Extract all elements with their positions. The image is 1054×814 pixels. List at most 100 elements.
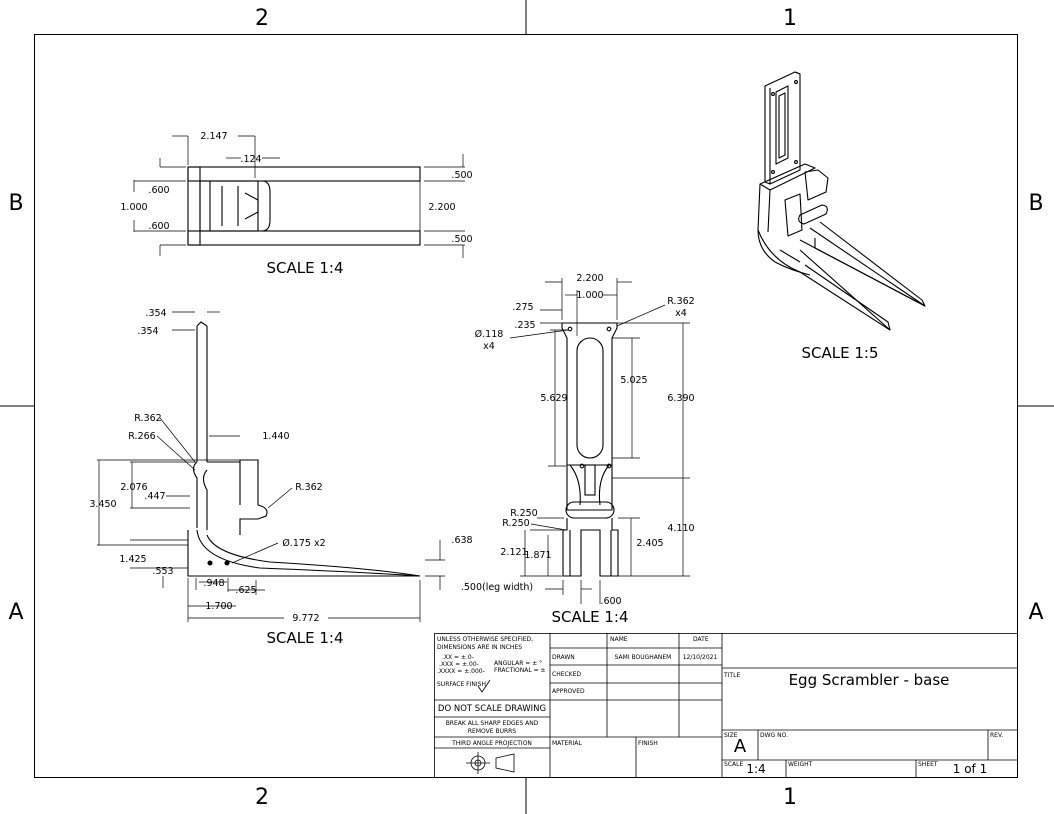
surface-finish-label: SURFACE FINISH (437, 681, 486, 688)
front-view-geometry (561, 322, 619, 577)
dim-0-124: .124 (240, 154, 261, 165)
zone-label-right-a: A (1028, 600, 1043, 625)
notes-line-2: DIMENSIONS ARE IN INCHES (437, 644, 522, 651)
dim-dia-0-175: Ø.175 x2 (282, 538, 325, 549)
finish-label: FINISH (638, 740, 658, 747)
top-view-dimensions: 2.147 .124 .600 1.000 .600 .500 2.200 .5… (120, 131, 472, 245)
dim-1-440: 1.440 (262, 431, 289, 442)
dim-1-000: 1.000 (120, 202, 147, 213)
dim-0-600-front: .600 (600, 596, 621, 607)
top-view-dimension-lines (133, 135, 465, 258)
dim-2-147: 2.147 (200, 131, 227, 142)
side-view-dimensions: .354 .354 R.362 R.266 1.440 2.076 .447 3… (89, 308, 472, 624)
drawn-name: SAMI BOUGHANEM (615, 654, 672, 661)
dim-6-390: 6.390 (667, 393, 694, 404)
dim-5-629: 5.629 (540, 393, 567, 404)
dwg-no-label: DWG NO. (760, 732, 788, 739)
title-block: UNLESS OTHERWISE SPECIFIED, DIMENSIONS A… (434, 633, 1018, 778)
size-label: SIZE (724, 732, 738, 739)
dim-0-625: .625 (235, 585, 256, 596)
dim-0-600-a: .600 (148, 185, 169, 196)
dim-0-500-b: .500 (451, 234, 472, 245)
dim-2-200-front: 2.200 (576, 273, 603, 284)
front-view-scale-label: SCALE 1:4 (552, 608, 629, 626)
sheet-value: 1 of 1 (953, 762, 987, 776)
zone-label-left-a: A (8, 600, 23, 625)
front-view-dimensions: 2.200 1.000 .275 .235 R.362 x4 Ø.118 x4 … (461, 273, 695, 607)
dim-1-000-front: 1.000 (576, 290, 603, 301)
dim-0-638: .638 (451, 535, 472, 546)
dim-2-121: 2.121 (500, 547, 527, 558)
do-not-scale-drawing: DO NOT SCALE DRAWING (438, 704, 546, 714)
zone-label-bottom-2: 2 (255, 785, 269, 810)
title-block-grid (434, 633, 1018, 778)
dim-r-0-266: R.266 (128, 431, 155, 442)
dim-5-025: 5.025 (620, 375, 647, 386)
drawn-date: 12/10/2021 (683, 654, 718, 661)
weight-label: WEIGHT (788, 761, 813, 768)
dim-dia-0-118: Ø.118 (475, 329, 504, 340)
top-view-geometry (187, 166, 421, 246)
zone-label-right-b: B (1028, 191, 1043, 216)
side-view: .354 .354 R.362 R.266 1.440 2.076 .447 3… (89, 308, 472, 647)
scale-value: 1:4 (746, 762, 765, 776)
dim-0-235: .235 (514, 320, 535, 331)
projection-label: THIRD ANGLE PROJECTION (451, 740, 532, 747)
dim-0-354-b: .354 (137, 326, 158, 337)
notes-line-1: UNLESS OTHERWISE SPECIFIED, (437, 636, 533, 643)
dim-0-553: .553 (152, 566, 173, 577)
tolerance-xxx: .XXX = ±.00- (439, 661, 479, 668)
zone-label-top-2: 2 (255, 6, 269, 31)
dim-4-110: 4.110 (667, 523, 694, 534)
dim-0-500-leg-width: .500(leg width) (461, 582, 533, 593)
title-label: TITLE (723, 672, 740, 679)
tolerance-fractional: FRACTIONAL = ± (494, 667, 546, 674)
date-header: DATE (693, 636, 709, 643)
tolerance-xxxx: .XXXX = ±.000- (437, 668, 485, 675)
dim-0-600-b: .600 (148, 221, 169, 232)
side-view-scale-label: SCALE 1:4 (267, 629, 344, 647)
dim-x4-radius: x4 (675, 308, 687, 319)
dim-r-0-250-a: R.250 (510, 508, 537, 519)
third-angle-projection-icon (466, 752, 515, 774)
dim-r-0-250-b: R.250 (502, 518, 529, 529)
dim-0-275: .275 (512, 302, 533, 313)
size-value: A (734, 736, 747, 757)
top-view-scale-label: SCALE 1:4 (267, 259, 344, 277)
rev-label: REV. (990, 732, 1003, 739)
dim-3-450: 3.450 (89, 499, 116, 510)
tolerance-xx: .XX = ±.0- (442, 654, 474, 661)
dim-2-076: 2.076 (120, 482, 147, 493)
isometric-view-scale-label: SCALE 1:5 (802, 344, 879, 362)
isometric-view-geometry (757, 71, 926, 331)
tolerance-angular: ANGULAR = ± ° (494, 660, 542, 667)
side-view-dimension-lines (97, 311, 445, 622)
scale-label: SCALE (724, 761, 743, 768)
dim-2-405: 2.405 (636, 538, 663, 549)
dim-2-200: 2.200 (428, 202, 455, 213)
dim-1-700: 1.700 (205, 601, 232, 612)
dim-0-948: .948 (203, 578, 224, 589)
dim-r-0-362-b: R.362 (295, 482, 322, 493)
dim-0-354-a: .354 (145, 308, 166, 319)
sheet-label: SHEET (918, 761, 938, 768)
front-view: 2.200 1.000 .275 .235 R.362 x4 Ø.118 x4 … (461, 273, 695, 626)
dim-9-772: 9.772 (292, 613, 319, 624)
material-label: MATERIAL (552, 740, 582, 747)
dim-1-425: 1.425 (119, 554, 146, 565)
checked-label: CHECKED (552, 671, 581, 678)
name-header: NAME (610, 636, 628, 643)
drawn-label: DRAWN (552, 654, 575, 661)
isometric-view: SCALE 1:5 (757, 71, 926, 362)
surface-finish-symbol (477, 679, 491, 693)
dim-r-0-362-front: R.362 (667, 296, 694, 307)
front-view-dimension-lines (509, 278, 690, 604)
zone-label-bottom-1: 1 (783, 785, 797, 810)
dim-1-871: 1.871 (524, 550, 551, 561)
break-edges-line-1: BREAK ALL SHARP EDGES AND (446, 720, 539, 727)
dim-0-447: .447 (144, 491, 165, 502)
dim-r-0-362-a: R.362 (134, 413, 161, 424)
drawing-title: Egg Scrambler - base (789, 671, 950, 689)
